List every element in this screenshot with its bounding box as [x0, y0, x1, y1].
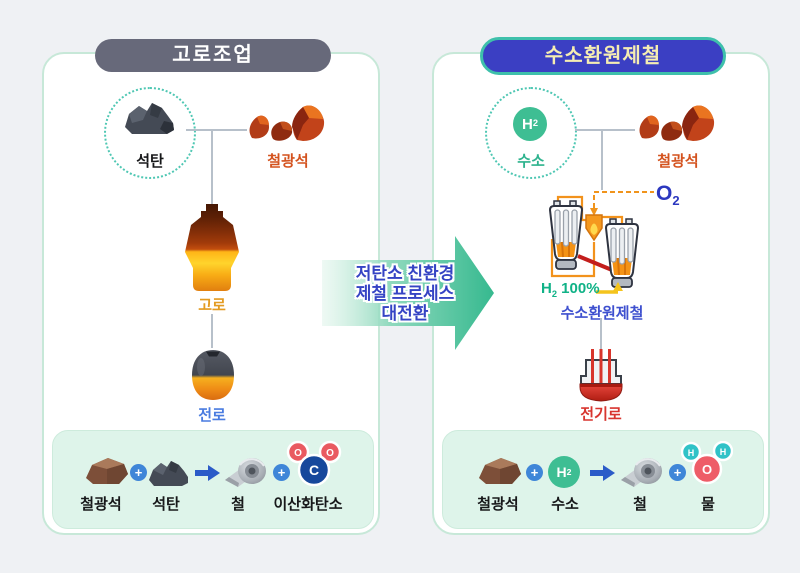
steel-coil-icon	[621, 458, 662, 487]
co2-molecule-icon: O O C	[286, 440, 342, 487]
blast-furnace-title: 고로조업	[172, 44, 254, 66]
eq-term-steel: 철	[231, 496, 245, 513]
plus-icon: +	[130, 464, 147, 481]
electric-furnace-icon	[579, 349, 623, 402]
connector-line	[211, 314, 213, 348]
h2-100-label: H2 100%	[541, 280, 600, 299]
coal-icon	[125, 103, 174, 134]
eq-term-ore: 철광석	[477, 496, 519, 513]
iron-ore-icon	[639, 105, 715, 141]
svg-text:O: O	[326, 448, 334, 459]
coal-dotted-circle	[104, 87, 196, 179]
electric-furnace-label: 전기로	[580, 406, 622, 423]
transition-arrow-icon	[322, 236, 494, 350]
plus-icon: +	[526, 464, 543, 481]
water-molecule-icon: H H O	[681, 441, 733, 485]
converter-icon	[192, 350, 234, 400]
eq-term-steel: 철	[633, 496, 647, 513]
eq-term-hydrogen: 수소	[551, 496, 579, 513]
connector-line	[600, 318, 602, 349]
transition-arrow-text: 저탄소 친환경 제철 프로세스 대전환	[355, 264, 455, 323]
blast-furnace-title-badge: 고로조업	[95, 39, 331, 72]
eq-term-water: 물	[701, 496, 715, 513]
connector-line	[601, 130, 603, 190]
svg-text:C: C	[309, 462, 319, 478]
eq-term-co2: 이산화탄소	[273, 496, 343, 513]
ore-rock-icon	[86, 458, 128, 484]
eq-term-ore: 철광석	[80, 496, 122, 513]
connector-line	[575, 129, 635, 131]
blast-furnace-icon	[185, 204, 239, 291]
ore-rock-icon	[479, 458, 521, 484]
reaction-arrow-icon	[590, 465, 615, 481]
equation-box: + + O O	[52, 430, 374, 529]
iron-ore-label: 철광석	[267, 153, 309, 170]
steel-coil-icon	[225, 458, 266, 487]
converter-label: 전로	[198, 407, 226, 424]
connector-line	[186, 129, 247, 131]
hydrogen-dotted-circle	[485, 87, 577, 179]
connector-line	[211, 130, 213, 206]
hydrogen-reactor-icon	[548, 191, 654, 294]
o2-label: O2	[656, 182, 680, 209]
eq-term-coal: 석탄	[152, 496, 180, 513]
svg-text:H: H	[720, 447, 727, 457]
svg-text:O: O	[702, 462, 712, 477]
plus-icon: +	[273, 464, 290, 481]
hydrogen-title-badge: 수소환원제철	[480, 37, 726, 75]
plus-icon: +	[669, 464, 686, 481]
reaction-arrow-icon	[195, 465, 220, 481]
coal-label: 석탄	[136, 153, 164, 170]
blast-furnace-label: 고로	[198, 297, 226, 314]
coal-small-icon	[149, 461, 188, 486]
svg-text:H: H	[688, 448, 695, 458]
iron-ore-icon	[249, 105, 325, 141]
hydrogen-label: 수소	[517, 153, 545, 170]
hydrogen-title: 수소환원제철	[544, 45, 662, 67]
process-label: 수소환원제철	[560, 305, 644, 322]
svg-text:O: O	[294, 448, 302, 459]
iron-ore-label: 철광석	[657, 153, 699, 170]
